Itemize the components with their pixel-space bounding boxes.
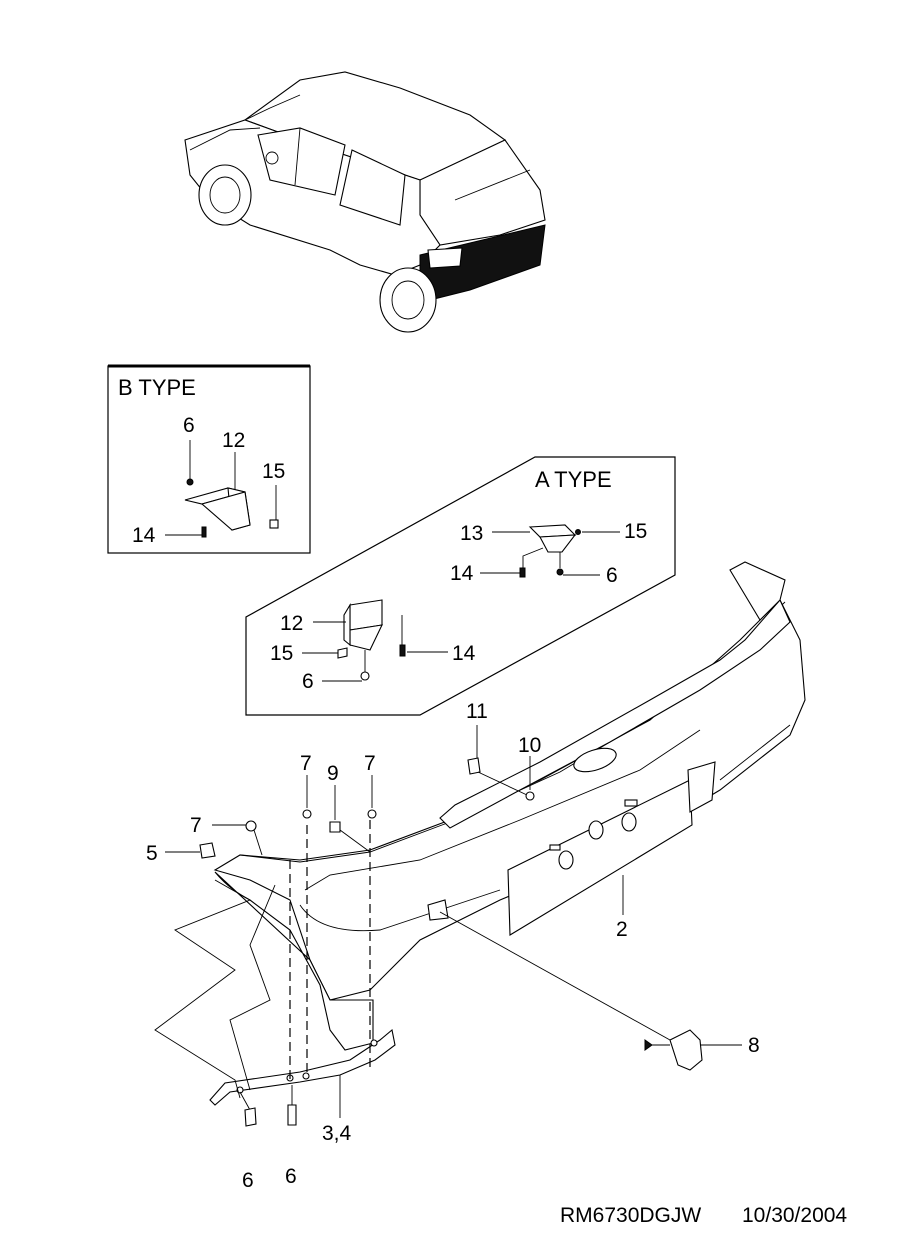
footer: RM6730DGJW 10/30/2004 (560, 1204, 847, 1227)
a-label-15-top: 15 (624, 520, 647, 543)
b-label-15: 15 (262, 460, 285, 483)
label-10: 10 (518, 734, 541, 757)
car-illustration (184, 71, 546, 333)
label-7-left: 7 (190, 814, 202, 837)
label-9: 9 (327, 762, 339, 785)
a-type-title: A TYPE (535, 467, 612, 492)
a-label-6-top: 6 (606, 564, 618, 587)
b-label-6: 6 (183, 414, 195, 437)
label-5: 5 (146, 842, 158, 865)
a-label-14-top: 14 (450, 562, 474, 585)
label-6-bottom-right: 6 (285, 1165, 297, 1188)
label-7-right: 7 (364, 752, 376, 775)
label-2: 2 (616, 918, 628, 941)
a-label-6: 6 (302, 670, 314, 693)
a-label-14: 14 (452, 642, 476, 665)
label-8: 8 (748, 1034, 760, 1057)
label-11: 11 (466, 700, 488, 723)
b-type-box: B TYPE 6 12 15 14 (107, 364, 311, 554)
b-type-title: B TYPE (118, 375, 196, 400)
label-7-middle: 7 (300, 752, 312, 775)
a-label-13: 13 (460, 522, 483, 545)
a-label-15: 15 (270, 642, 293, 665)
drawing-date: 10/30/2004 (742, 1204, 847, 1227)
rear-bumper: 11 10 7 9 7 7 5 2 8 3,4 6 6 (146, 561, 806, 1192)
label-6-bottom-left: 6 (242, 1169, 254, 1192)
a-label-12: 12 (280, 612, 303, 635)
label-3-4: 3,4 (322, 1122, 352, 1145)
b-label-14: 14 (132, 524, 156, 547)
drawing-code: RM6730DGJW (560, 1204, 701, 1227)
a-type-box: A TYPE 13 15 14 6 12 (245, 456, 676, 716)
b-label-12: 12 (222, 429, 245, 452)
